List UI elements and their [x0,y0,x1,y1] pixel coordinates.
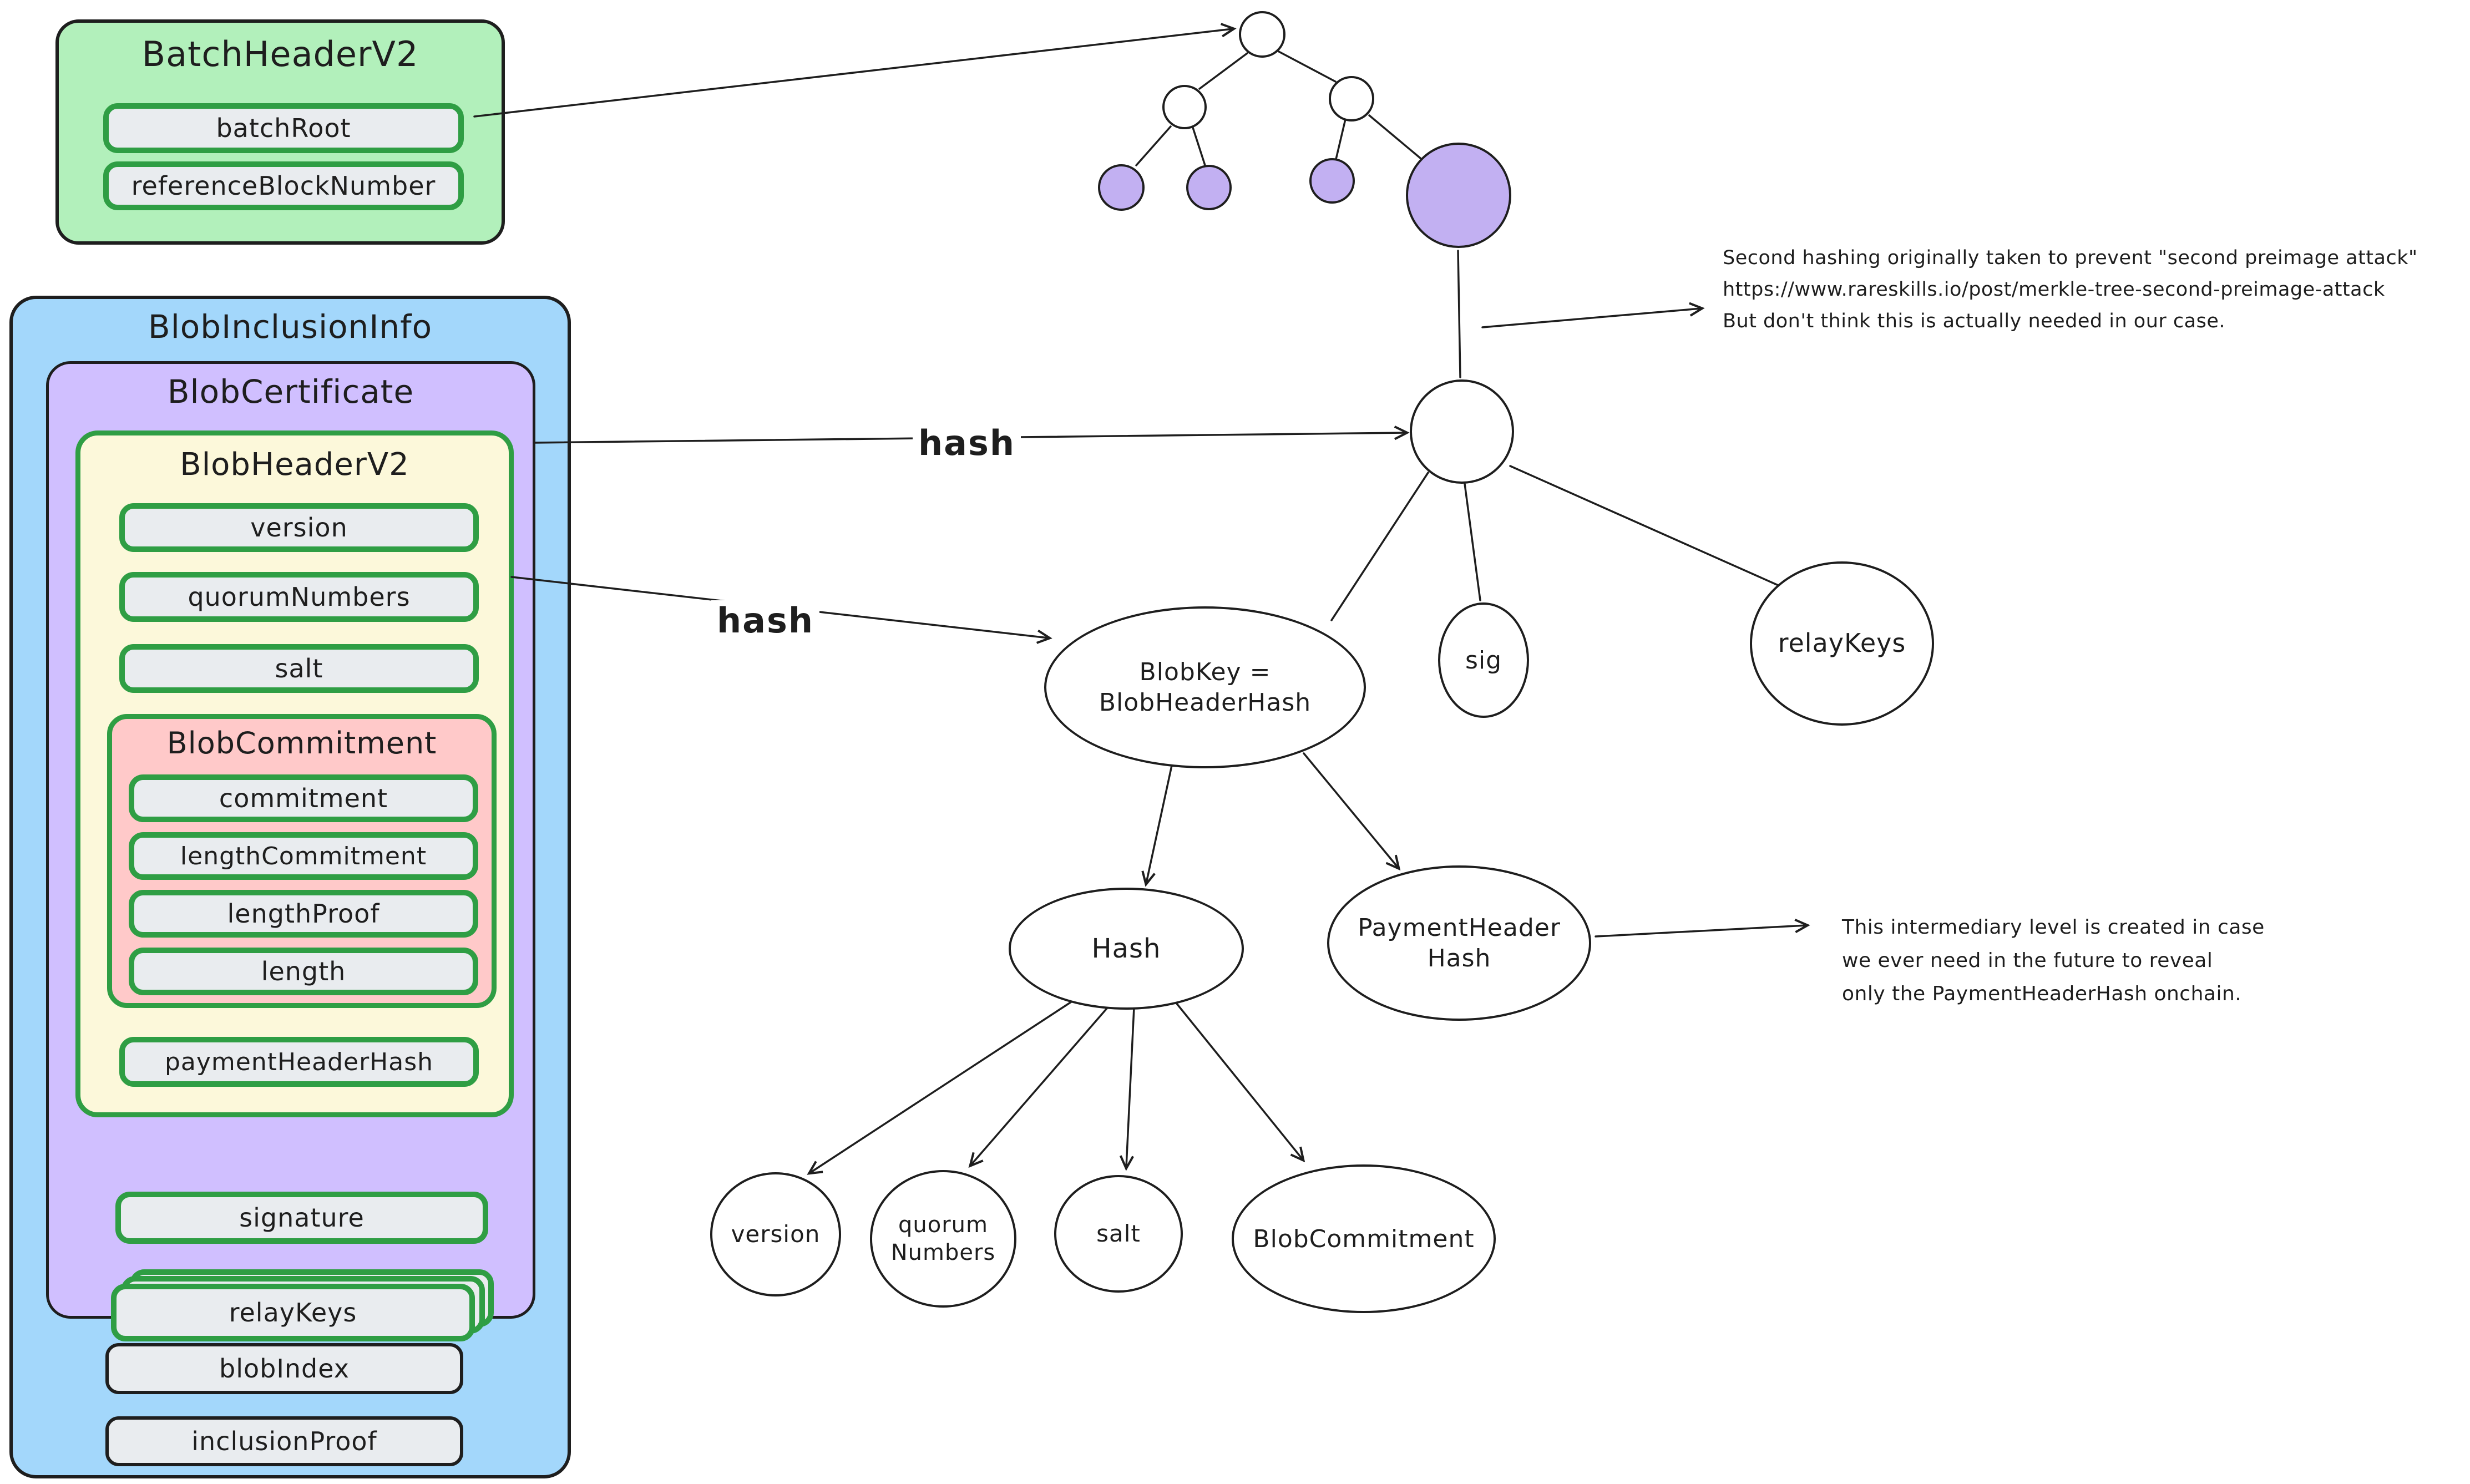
relay-keys-node: relayKeys [1750,561,1934,726]
intermediary-level-annotation: This intermediary level is created in ca… [1842,911,2265,1011]
edge-root-right [1278,50,1337,83]
second-preimage-line3: But don't think this is actually needed … [1723,310,2226,332]
blob-header-box: BlobHeaderV2 version quorumNumbers salt … [75,430,514,1117]
leaf-quorum-numbers-node: quorum Numbers [870,1170,1016,1308]
edge-hash-version [807,997,1077,1175]
intermediary-line2: we ever need in the future to reveal [1842,949,2213,972]
sig-label: sig [1465,646,1502,675]
merkle-leaf-3 [1309,158,1355,204]
edge-blobkey-phh [1303,752,1401,871]
relay-keys-stack: relayKeys [111,1269,495,1344]
field-length-commitment: lengthCommitment [129,832,478,880]
leaf-blob-commitment-label: BlobCommitment [1253,1224,1475,1253]
merkle-right-node [1329,76,1374,121]
field-inclusion-proof: inclusionProof [105,1416,463,1466]
relay-keys-label: relayKeys [1778,628,1906,659]
blob-commitment-box: BlobCommitment commitment lengthCommitme… [107,714,497,1008]
payment-header-hash-line1: PaymentHeader [1358,914,1561,942]
field-salt: salt [119,644,479,693]
edge-to-intermediary-note [1595,918,1810,938]
field-length: length [129,948,478,995]
hash-node-label: Hash [1091,933,1161,964]
edge-left-leaf2 [1192,126,1206,166]
edge-circle-blobkey [1330,472,1429,621]
sig-node: sig [1438,602,1529,718]
field-version: version [119,503,479,552]
merkle-leaf-1 [1098,164,1145,211]
blob-key-node: BlobKey = BlobHeaderHash [1044,606,1366,768]
field-payment-header-hash: paymentHeaderHash [119,1037,479,1087]
edge-leaf4-to-circle [1457,250,1461,378]
payment-header-hash-node: PaymentHeader Hash [1327,865,1591,1021]
leaf-salt-label: salt [1096,1219,1141,1247]
edge-batchroot-to-root [473,23,1237,118]
field-reference-block-number: referenceBlockNumber [103,161,464,210]
batch-header-box: BatchHeaderV2 batchRoot referenceBlockNu… [55,19,505,245]
field-quorum-numbers: quorumNumbers [119,572,479,622]
edge-right-leaf3 [1335,118,1347,160]
edge-left-leaf1 [1135,125,1172,166]
blob-key-label-line1: BlobKey = [1139,658,1271,686]
merkle-leaf-2 [1186,165,1232,210]
blob-cert-hash-node [1410,379,1514,484]
edge-hash-quorum [968,1004,1111,1168]
field-blob-index: blobIndex [105,1343,463,1394]
leaf-version-label: version [731,1220,821,1248]
second-preimage-line1: Second hashing originally taken to preve… [1723,247,2418,269]
edge-to-preimage-note [1481,302,1705,328]
leaf-quorum-line2: Numbers [890,1240,996,1265]
edge-hash-salt [1119,1006,1135,1171]
field-length-proof: lengthProof [129,890,478,938]
batch-header-title: BatchHeaderV2 [141,34,419,74]
hash-label-lower: hash [711,600,820,641]
second-preimage-line2: https://www.rareskills.io/post/merkle-tr… [1723,278,2385,301]
blob-header-title: BlobHeaderV2 [180,447,409,483]
merkle-leaf-4-highlighted [1406,143,1511,248]
leaf-quorum-line1: quorum [898,1212,988,1238]
edge-right-leaf4 [1368,114,1421,159]
edge-blobkey-hash [1141,764,1173,887]
blob-commitment-title: BlobCommitment [166,726,437,761]
payment-header-hash-line2: Hash [1427,944,1491,973]
leaf-salt-node: salt [1054,1175,1183,1293]
field-relay-keys: relayKeys [111,1284,475,1341]
blob-certificate-title: BlobCertificate [167,373,414,411]
leaf-version-node: version [710,1172,841,1296]
edge-circle-sig [1464,483,1481,601]
edge-circle-relaykeys [1509,465,1779,586]
intermediary-line3: only the PaymentHeaderHash onchain. [1842,982,2242,1005]
field-commitment: commitment [129,774,478,822]
field-signature: signature [115,1192,488,1244]
blob-inclusion-info-title: BlobInclusionInfo [148,308,433,346]
merkle-left-node [1162,85,1207,129]
leaf-blob-commitment-node: BlobCommitment [1232,1164,1496,1313]
blob-certificate-box: BlobCertificate BlobHeaderV2 version quo… [46,361,535,1341]
second-preimage-annotation: Second hashing originally taken to preve… [1723,242,2418,337]
hash-node: Hash [1009,888,1244,1010]
merkle-root-node [1239,11,1285,58]
edge-hash-blobcommitment [1171,996,1305,1163]
hash-label-upper: hash [913,423,1021,463]
blob-inclusion-info-box: BlobInclusionInfo BlobCertificate BlobHe… [9,296,571,1478]
intermediary-line1: This intermediary level is created in ca… [1842,916,2265,939]
edge-root-left [1198,52,1248,90]
blob-key-label-line2: BlobHeaderHash [1099,688,1312,717]
field-batch-root: batchRoot [103,103,464,153]
